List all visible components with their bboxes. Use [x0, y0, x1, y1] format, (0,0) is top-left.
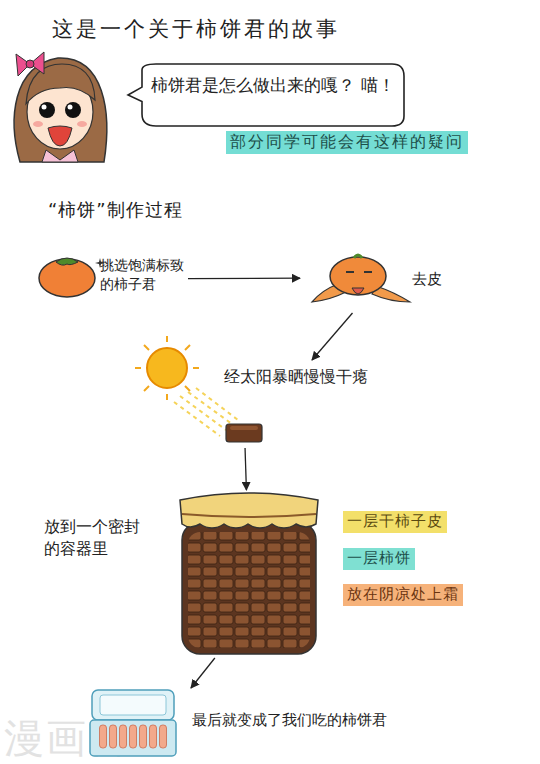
- dried-cake-illustration: [226, 424, 262, 442]
- process-step: 放到一个密封的容器里: [40, 490, 322, 658]
- step-text: 最后就变成了我们吃的柿饼君: [192, 710, 400, 730]
- bow: [16, 52, 44, 76]
- mouth: [48, 126, 72, 146]
- persimmon-body: [330, 257, 386, 295]
- sun-illustration: [135, 336, 238, 436]
- tongue: [352, 288, 364, 294]
- flow-arrow: [191, 658, 215, 688]
- layer-note: 放在阴凉处上霜: [343, 584, 463, 606]
- section-heading: “柿饼”制作过程: [48, 198, 183, 221]
- stem: [354, 255, 362, 258]
- jar-body: [182, 522, 316, 654]
- persimmon-illustration: [39, 258, 105, 297]
- title: 这是一个关于柿饼君的故事: [52, 16, 340, 43]
- box-lid: [92, 690, 174, 720]
- process-step: 挑选饱满标致的柿子君: [36, 250, 188, 302]
- jar-illustration: [180, 493, 318, 654]
- flow-arrow: [312, 313, 353, 360]
- step-text: 挑选饱满标致的柿子君: [100, 256, 188, 294]
- layer-note: 一层柿饼: [343, 548, 415, 570]
- box-base: [90, 720, 176, 756]
- step-text: 经太阳暴晒慢慢干瘪: [224, 366, 402, 388]
- layer-note: 一层干柿子皮: [343, 511, 447, 533]
- eye: [39, 102, 55, 118]
- note: 部分同学可能会有这样的疑问: [226, 131, 468, 154]
- bubble-shape: [128, 64, 404, 126]
- eye-shine: [68, 105, 73, 110]
- flow-arrow: [188, 278, 300, 280]
- hair: [14, 58, 107, 162]
- speech-bubble: 柿饼君是怎么做出来的嘎？ 喵！: [126, 62, 406, 128]
- cake-shine: [230, 426, 258, 430]
- blush: [33, 121, 43, 127]
- bangs: [26, 64, 95, 104]
- girl-illustration: [14, 52, 107, 162]
- step-text: 去皮: [412, 269, 450, 289]
- box-cakes: [98, 724, 168, 750]
- process-step: 最后就变成了我们吃的柿饼君: [88, 688, 400, 760]
- jar-string: [182, 514, 316, 517]
- sun: [147, 348, 187, 388]
- jar-lid-cloth: [180, 493, 318, 528]
- eye-shine: [42, 105, 47, 110]
- eyes: [346, 271, 372, 273]
- sun-rays: [135, 336, 199, 400]
- process-step: 经太阳暴晒慢慢干瘪: [222, 360, 402, 448]
- peeled-persimmon-illustration: [312, 255, 410, 302]
- box-lid-window: [100, 695, 166, 715]
- flow-arrow: [245, 448, 246, 490]
- dried-cake: [226, 424, 262, 442]
- step-text: 放到一个密封的容器里: [44, 516, 148, 559]
- jar-cakes: [188, 532, 310, 648]
- box-illustration: [90, 690, 176, 756]
- bow-knot: [26, 60, 34, 68]
- blush: [77, 121, 87, 127]
- persimmon-body: [39, 259, 95, 297]
- step-text: 柿饼君是怎么做出来的嘎？ 喵！: [148, 74, 398, 97]
- process-step: 去皮: [300, 255, 450, 313]
- calyx: [56, 258, 78, 265]
- eye: [65, 102, 81, 118]
- collar: [42, 150, 78, 162]
